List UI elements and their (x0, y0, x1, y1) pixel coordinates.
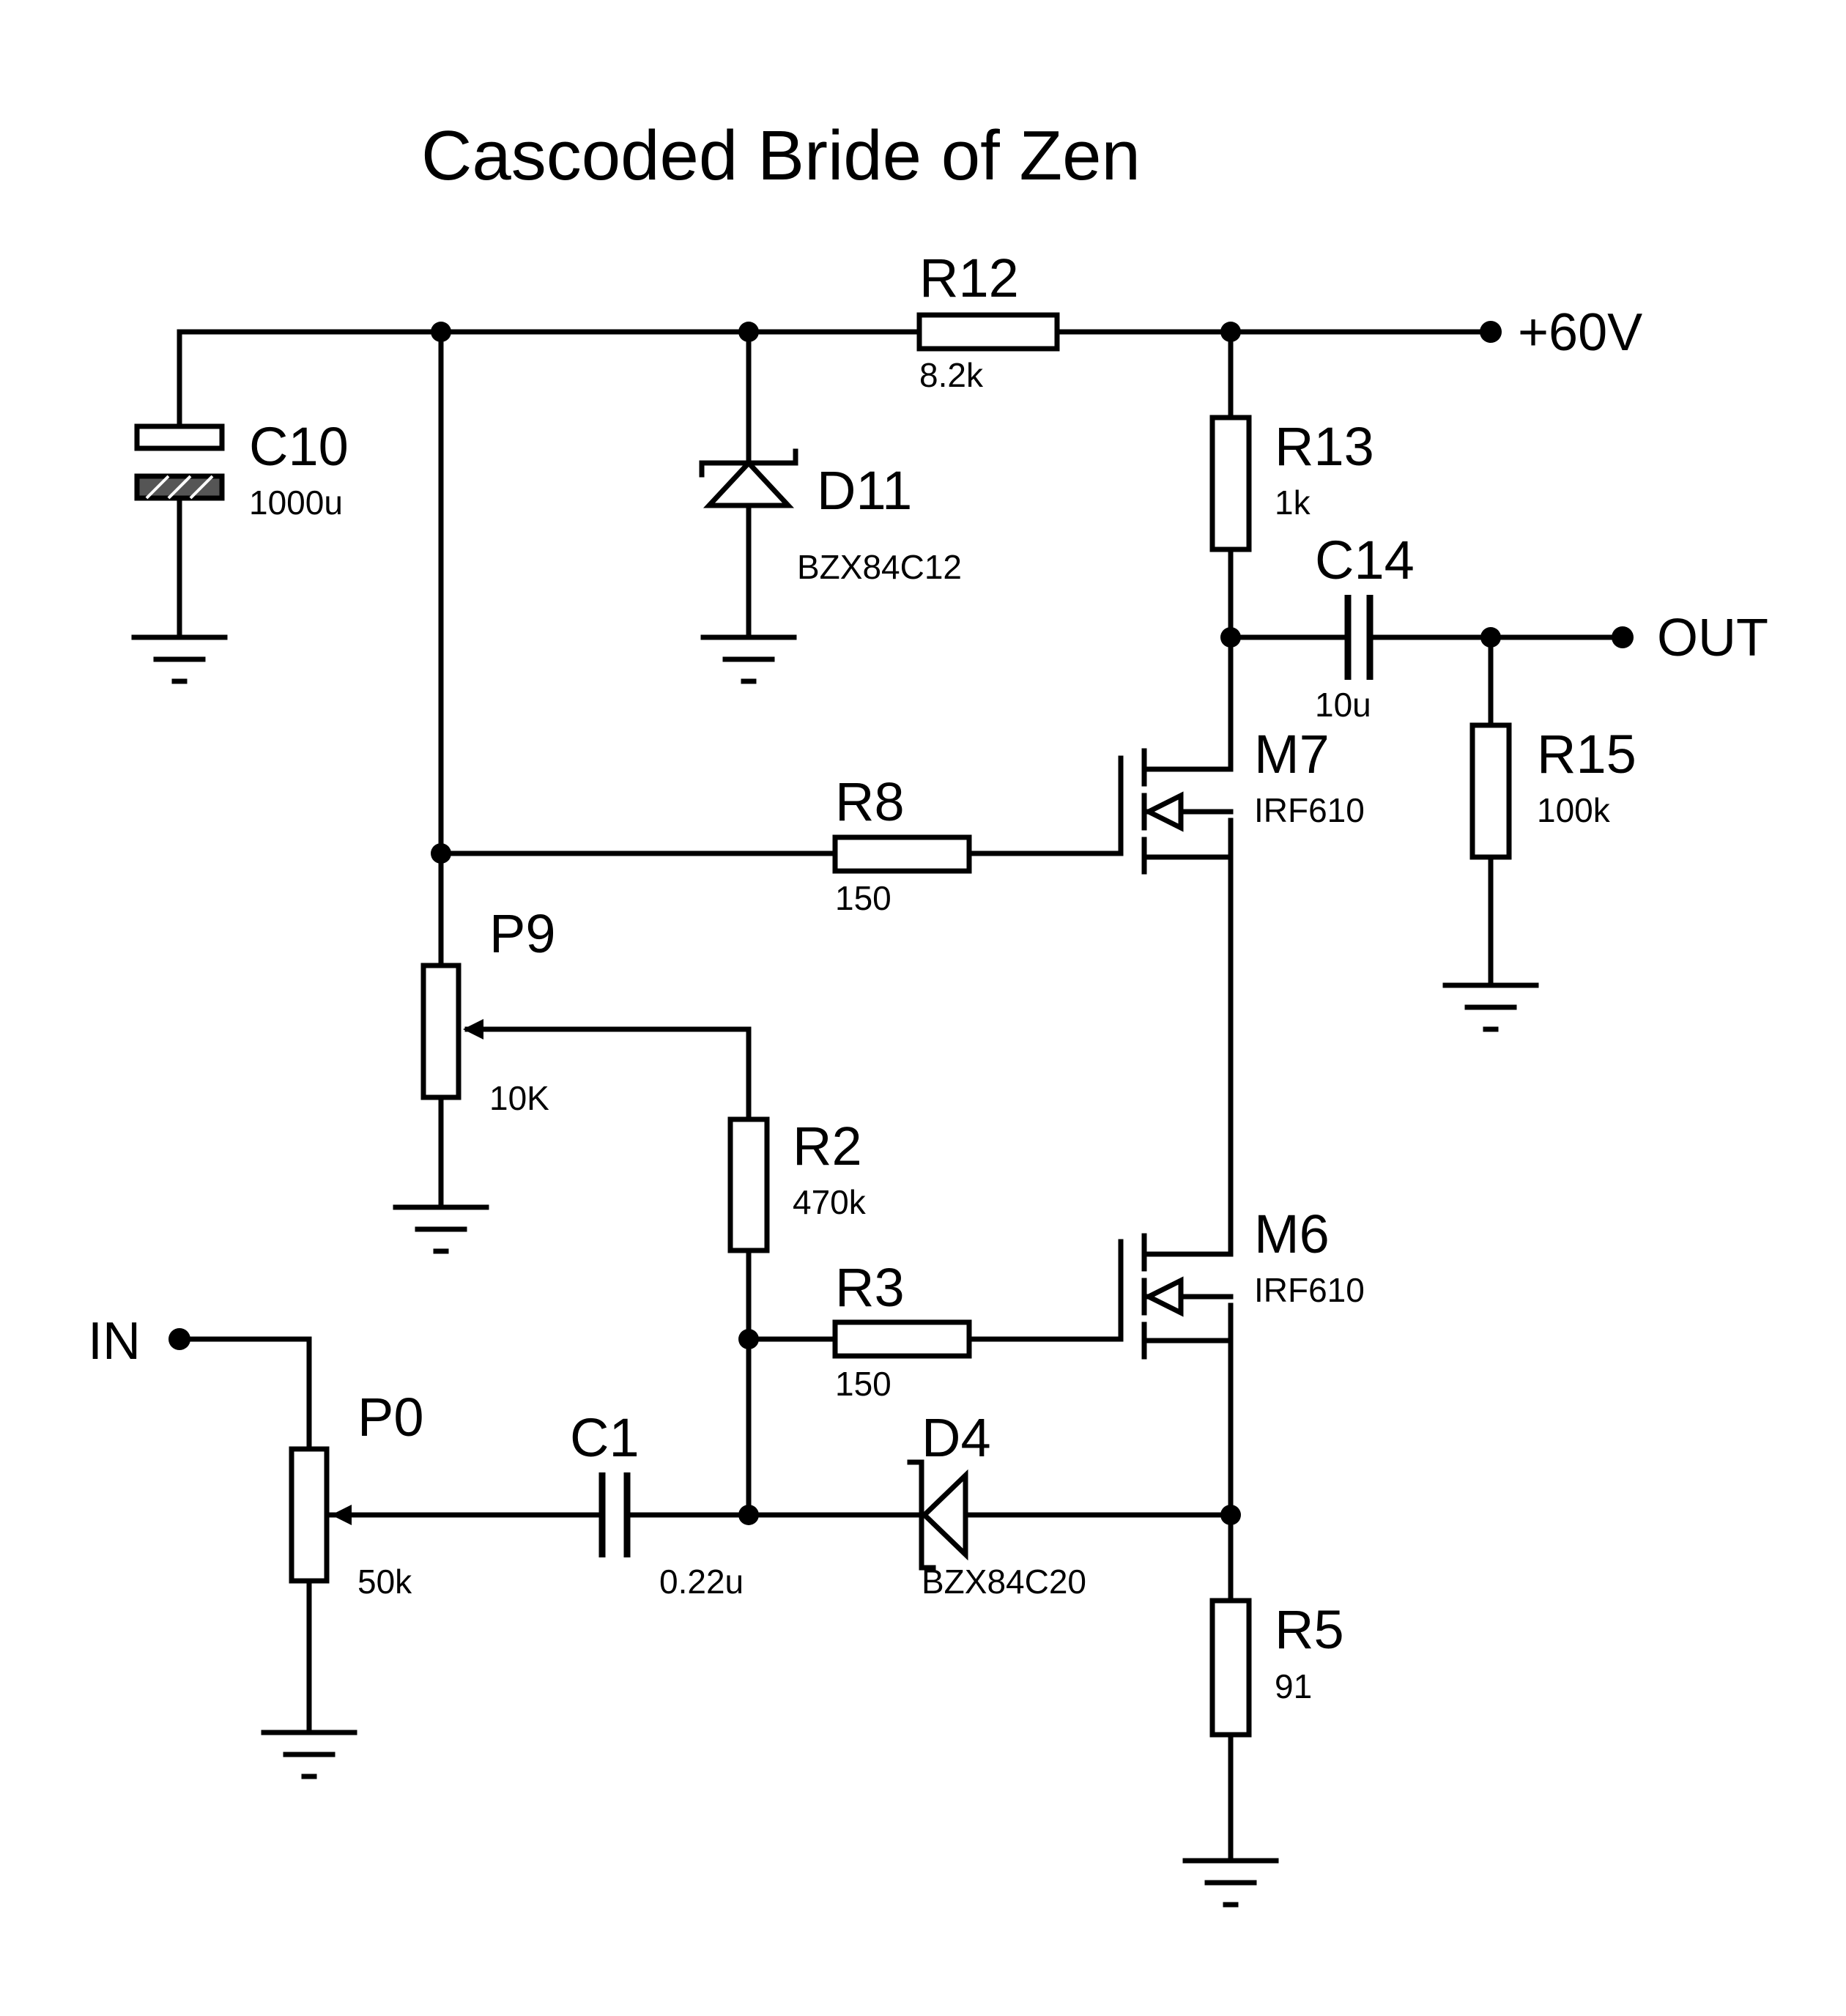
junction-dot (431, 843, 451, 864)
c14-value: 10u (1315, 686, 1371, 724)
resistor-r15: R15 100k (1469, 722, 1636, 860)
ground-icon (131, 634, 228, 684)
d11-ref: D11 (817, 460, 912, 521)
input-label: IN (88, 1312, 141, 1371)
r3-value: 150 (835, 1365, 892, 1403)
p9-ref: P9 (489, 903, 556, 964)
ground-icon (1182, 1858, 1279, 1908)
m6-value: IRF610 (1254, 1271, 1365, 1309)
d11-value: BZX84C12 (797, 548, 962, 586)
r3-ref: R3 (835, 1257, 905, 1318)
junction-dot (738, 1505, 759, 1525)
junction-dot (1220, 627, 1241, 648)
mosfet-m6: M6 IRF610 (1118, 1204, 1365, 1360)
port-supply: +60V (1480, 303, 1642, 362)
supply-label: +60V (1518, 303, 1642, 362)
wires (177, 329, 1626, 1864)
junction-dot (1220, 1505, 1241, 1525)
resistor-r5: R5 91 (1209, 1598, 1344, 1738)
m7-ref: M7 (1254, 724, 1330, 785)
potentiometer-p9: P9 10K (420, 903, 556, 1117)
ground-icon (393, 1204, 489, 1254)
ground-icon (261, 1730, 357, 1779)
capacitor-c10: C10 1000u (134, 416, 349, 522)
c14-ref: C14 (1315, 530, 1415, 590)
mosfet-m7: M7 IRF610 (1118, 724, 1365, 875)
junction-dot (1480, 627, 1501, 648)
c10-ref: C10 (249, 416, 349, 477)
ground-icon (700, 634, 797, 684)
d4-value: BZX84C20 (922, 1563, 1086, 1601)
c1-value: 0.22u (659, 1563, 744, 1601)
c10-value: 1000u (249, 483, 343, 522)
port-output: OUT (1612, 609, 1768, 667)
m7-value: IRF610 (1254, 791, 1365, 829)
port-input: IN (88, 1312, 190, 1371)
r15-ref: R15 (1537, 724, 1636, 785)
ground-icon (1442, 982, 1539, 1032)
c1-ref: C1 (570, 1407, 640, 1468)
resistor-r3: R3 150 (832, 1257, 972, 1403)
r5-value: 91 (1275, 1667, 1312, 1705)
r8-value: 150 (835, 879, 892, 917)
r12-value: 8.2k (919, 356, 984, 394)
junction-dot (431, 322, 451, 342)
output-label: OUT (1657, 609, 1768, 667)
capacitor-c14: C14 10u (1315, 530, 1415, 724)
resistor-r2: R2 470k (727, 1116, 867, 1253)
zener-d11: D11 BZX84C12 (699, 448, 962, 586)
r13-ref: R13 (1275, 416, 1374, 477)
r8-ref: R8 (835, 771, 905, 832)
m6-ref: M6 (1254, 1204, 1330, 1264)
r2-ref: R2 (793, 1116, 862, 1176)
junction-dot (1220, 322, 1241, 342)
zener-d4: D4 BZX84C20 (907, 1407, 1086, 1601)
p9-value: 10K (489, 1079, 549, 1117)
junction-dot (738, 1329, 759, 1349)
resistor-r12: R12 8.2k (916, 248, 1060, 394)
d4-ref: D4 (922, 1407, 991, 1468)
potentiometer-p0: P0 50k (289, 1387, 424, 1601)
resistor-r13: R13 1k (1209, 415, 1374, 552)
r13-value: 1k (1275, 483, 1311, 522)
capacitor-c1: C1 0.22u (570, 1407, 744, 1601)
resistor-r8: R8 150 (832, 771, 972, 917)
diagram-title: Cascoded Bride of Zen (421, 116, 1141, 195)
p0-value: 50k (357, 1563, 412, 1601)
junctions (431, 322, 1501, 1525)
junction-dot (738, 322, 759, 342)
r12-ref: R12 (919, 248, 1019, 308)
r2-value: 470k (793, 1183, 867, 1221)
p0-ref: P0 (357, 1387, 424, 1448)
r5-ref: R5 (1275, 1599, 1344, 1660)
r15-value: 100k (1537, 791, 1611, 829)
